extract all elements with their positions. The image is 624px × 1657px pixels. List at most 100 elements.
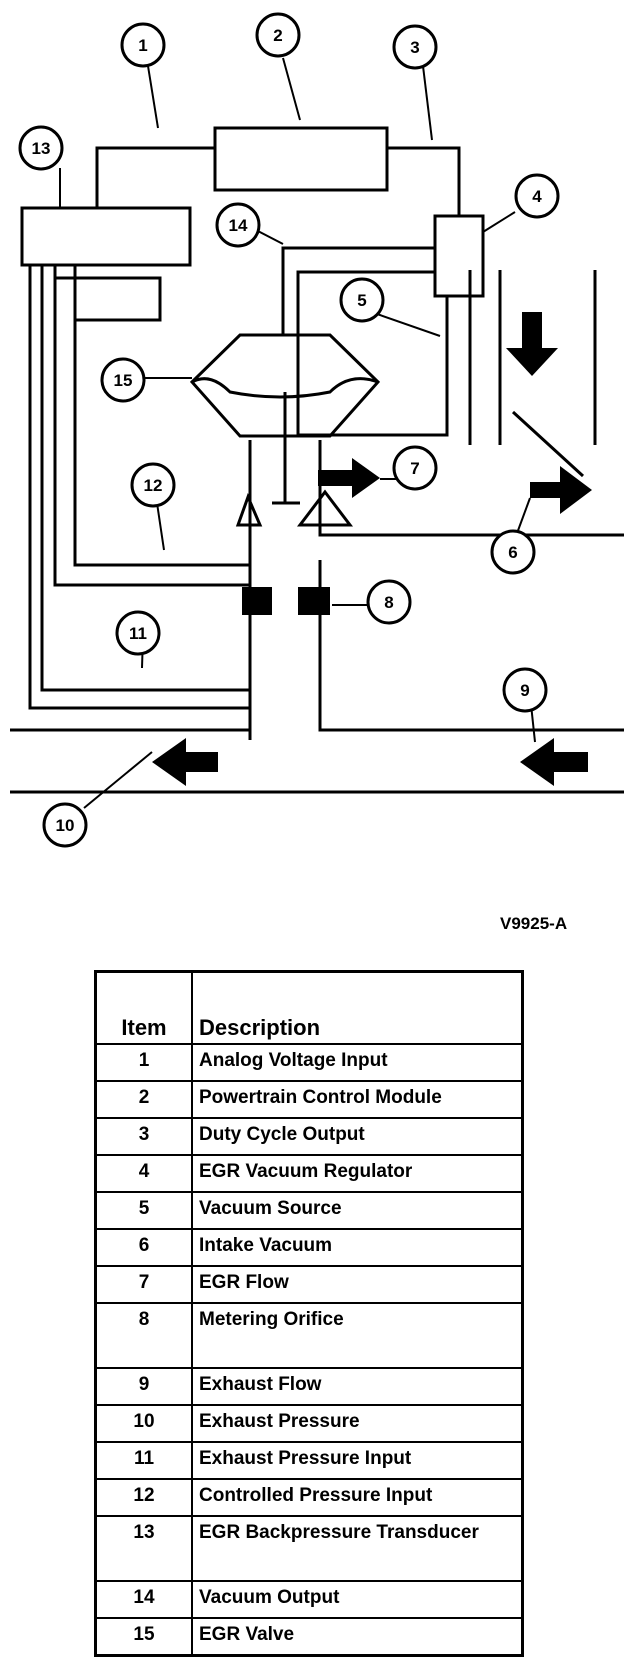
legend-item: 6	[94, 1228, 193, 1267]
svg-text:10: 10	[56, 816, 75, 835]
callout-4: 4	[514, 173, 560, 219]
callout-6: 6	[490, 529, 536, 575]
callout-10: 10	[42, 802, 88, 848]
legend-description: EGR Vacuum Regulator	[191, 1154, 524, 1193]
callout-2: 2	[255, 12, 301, 58]
callout-12: 12	[130, 462, 176, 508]
svg-text:11: 11	[129, 624, 147, 643]
svg-text:3: 3	[410, 38, 419, 57]
legend-description: Duty Cycle Output	[191, 1117, 524, 1156]
figure-id: V9925-A	[500, 914, 568, 933]
exhaust-pipe	[10, 728, 624, 794]
analog-voltage-line	[95, 146, 215, 208]
legend-description: EGR Valve	[191, 1617, 524, 1657]
svg-text:14: 14	[229, 216, 248, 235]
svg-text:12: 12	[144, 476, 163, 495]
legend-description: Intake Vacuum	[191, 1228, 524, 1267]
controlled-pressure-line	[53, 265, 250, 587]
legend-item: 4	[94, 1154, 193, 1193]
pcm-box	[213, 126, 389, 192]
diaphragm	[191, 377, 379, 399]
legend-item: 8	[94, 1302, 193, 1369]
callout-13: 13	[18, 125, 64, 171]
legend-item: 15	[94, 1617, 193, 1657]
callout-3: 3	[392, 24, 438, 70]
intake-flow-arrow-right	[530, 466, 592, 514]
callout-5: 5	[339, 277, 385, 323]
callout-14: 14	[215, 202, 261, 248]
valve-seat-right	[296, 489, 354, 527]
legend-description: Vacuum Source	[191, 1191, 524, 1230]
callout-1: 1	[120, 22, 166, 68]
egr-flow-arrow	[318, 458, 380, 498]
valve-stem	[272, 392, 300, 505]
transducer-box	[20, 206, 192, 267]
legend-description: Exhaust Pressure Input	[191, 1441, 524, 1480]
svg-text:6: 6	[508, 543, 517, 562]
valve-seat-left	[235, 492, 263, 527]
egr-system-diagram: 1 2 3 4 5 6 7 8 9 10 11 12 13 14 15	[10, 12, 624, 848]
svg-text:2: 2	[273, 26, 282, 45]
throttle-plate	[511, 410, 585, 478]
callout-7: 7	[392, 445, 438, 491]
item-header: Item	[94, 970, 193, 1045]
exhaust-pressure-line	[28, 265, 250, 710]
legend-item: 14	[94, 1580, 193, 1619]
callout-8: 8	[366, 579, 412, 625]
legend-item: 12	[94, 1478, 193, 1517]
vacuum-output-line	[281, 246, 435, 335]
transducer-loop-inner	[55, 276, 162, 322]
svg-text:15: 15	[114, 371, 133, 390]
legend-item: 13	[94, 1515, 193, 1582]
svg-text:4: 4	[532, 187, 542, 206]
callouts: 1 2 3 4 5 6 7 8 9 10 11 12 13 14 15	[18, 12, 560, 848]
regulator-box	[433, 214, 485, 298]
callout-11: 11	[115, 610, 161, 656]
svg-text:9: 9	[520, 681, 529, 700]
intake-tube	[468, 270, 597, 445]
svg-text:8: 8	[384, 593, 393, 612]
passage-lower	[318, 560, 624, 732]
legend-description: Analog Voltage Input	[191, 1043, 524, 1082]
orifice-left	[242, 587, 272, 615]
legend-description: Exhaust Flow	[191, 1367, 524, 1406]
legend-item: 5	[94, 1191, 193, 1230]
legend-item: 9	[94, 1367, 193, 1406]
legend-description: Metering Orifice	[191, 1302, 524, 1369]
legend-header-row: Item Description	[94, 970, 524, 1045]
svg-text:5: 5	[357, 291, 366, 310]
intake-flow-arrow-down	[506, 312, 558, 376]
svg-text:13: 13	[32, 139, 51, 158]
description-header: Description	[191, 970, 524, 1045]
legend-description: EGR Flow	[191, 1265, 524, 1304]
legend-item: 1	[94, 1043, 193, 1082]
svg-text:7: 7	[410, 459, 419, 478]
legend-item: 3	[94, 1117, 193, 1156]
legend-description: Exhaust Pressure	[191, 1404, 524, 1443]
legend-description: EGR Backpressure Transducer	[191, 1515, 524, 1582]
callout-9: 9	[502, 667, 548, 713]
legend-description: Powertrain Control Module	[191, 1080, 524, 1119]
legend-item: 7	[94, 1265, 193, 1304]
legend-description: Controlled Pressure Input	[191, 1478, 524, 1517]
callout-15: 15	[100, 357, 146, 403]
duty-cycle-line	[387, 146, 461, 216]
orifice-right	[298, 587, 330, 615]
legend-item: 2	[94, 1080, 193, 1119]
svg-text:1: 1	[138, 36, 147, 55]
